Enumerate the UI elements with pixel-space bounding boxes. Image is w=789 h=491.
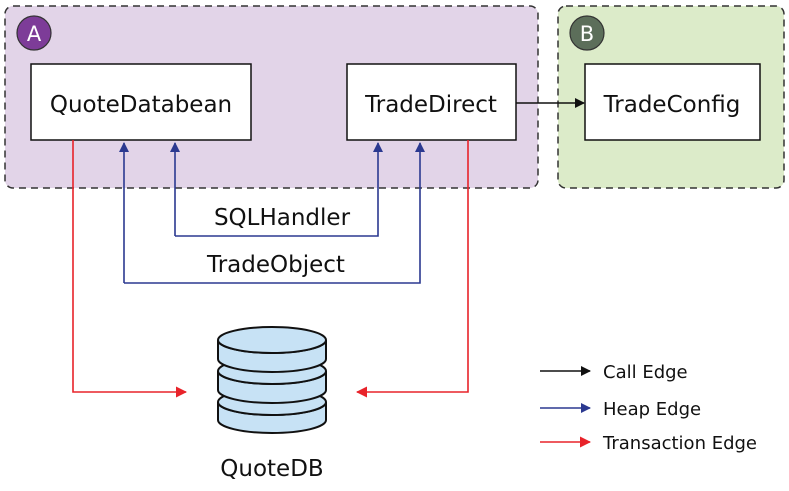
database-icon xyxy=(217,326,327,434)
legend-item-heap-edge: Heap Edge xyxy=(540,399,701,420)
trade-object-label: TradeObject xyxy=(206,252,345,278)
group-b-badge-label: B xyxy=(580,22,594,46)
heap-edge-tradeobject-right xyxy=(124,142,425,284)
quote-databean-node: QuoteDatabean xyxy=(30,63,252,141)
trade-config-node: TradeConfig xyxy=(584,63,761,141)
group-a-badge: A xyxy=(16,15,52,51)
legend: Call Edge Heap Edge Transaction Edge xyxy=(540,362,757,454)
database-label: QuoteDB xyxy=(220,456,323,482)
transaction-edge-quotedatabean-quotedb xyxy=(72,140,187,398)
group-b-badge: B xyxy=(569,15,605,51)
trade-direct-label: TradeDirect xyxy=(364,92,497,118)
group-a-container xyxy=(4,5,539,189)
trade-direct-node: TradeDirect xyxy=(346,63,517,141)
legend-item-transaction-edge: Transaction Edge xyxy=(540,433,757,454)
quote-databean-label: QuoteDatabean xyxy=(50,92,232,118)
heap-edge-sqlhandler-right xyxy=(175,142,383,237)
legend-label-transaction-edge: Transaction Edge xyxy=(602,433,757,454)
trade-config-label: TradeConfig xyxy=(603,92,741,118)
legend-label-call-edge: Call Edge xyxy=(603,362,688,383)
sql-handler-label: SQLHandler xyxy=(214,205,351,231)
legend-item-call-edge: Call Edge xyxy=(540,362,688,383)
transaction-edge-tradedirect-quotedb xyxy=(356,140,469,398)
group-a-badge-label: A xyxy=(27,22,42,46)
legend-label-heap-edge: Heap Edge xyxy=(603,399,701,420)
